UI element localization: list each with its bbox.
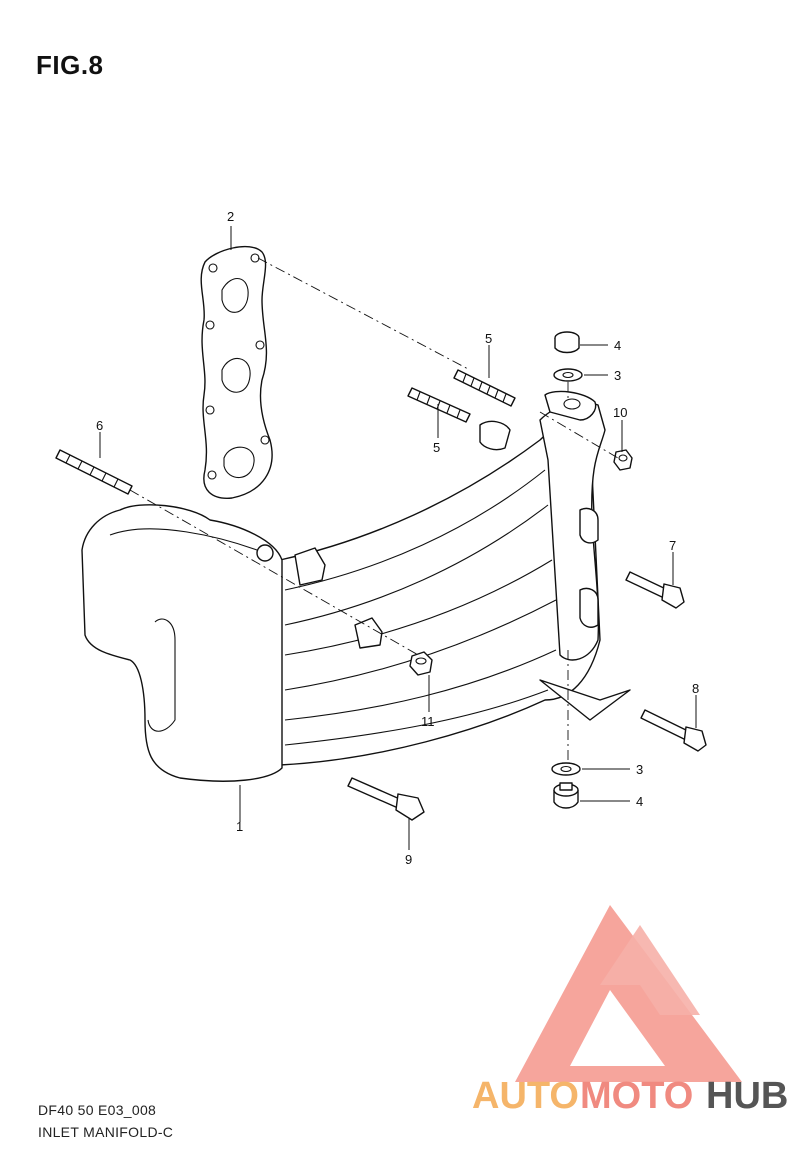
callout-4b: 4 <box>636 794 643 809</box>
watermark-logo-mark <box>515 905 742 1082</box>
callout-10: 10 <box>613 405 627 420</box>
callout-1: 1 <box>236 819 243 834</box>
bolt-part-8 <box>640 709 707 752</box>
leader-lines <box>99 226 697 850</box>
bolt-part-7 <box>625 571 685 609</box>
stud-part-5a <box>453 369 516 407</box>
plug-part-4b <box>553 782 579 809</box>
callout-2: 2 <box>227 209 234 224</box>
callout-6: 6 <box>96 418 103 433</box>
callout-8: 8 <box>692 681 699 696</box>
bolt-part-9 <box>347 777 425 821</box>
callout-5b: 5 <box>433 440 440 455</box>
assembly-lines <box>129 257 619 760</box>
callout-4a: 4 <box>614 338 621 353</box>
callout-9: 9 <box>405 852 412 867</box>
washer-part-3b <box>551 762 581 776</box>
watermark-moto: MOTO <box>580 1075 693 1117</box>
callout-3a: 3 <box>614 368 621 383</box>
figure-title: FIG.8 <box>36 50 104 80</box>
callout-3b: 3 <box>636 762 643 777</box>
watermark-hub: HUB <box>706 1075 788 1117</box>
stud-part-5b <box>407 387 471 423</box>
washer-part-3a <box>553 368 583 382</box>
callout-7: 7 <box>669 538 676 553</box>
watermark-wordmark: AUTO MOTO HUB <box>472 1075 788 1117</box>
callout-5a: 5 <box>485 331 492 346</box>
callout-labels: 1 2 3 3 4 4 5 5 6 7 8 9 10 11 <box>96 209 699 867</box>
watermark-auto: AUTO <box>472 1075 579 1117</box>
nut-part-10 <box>613 449 633 471</box>
inlet-manifold-part-1 <box>81 390 631 782</box>
figure-name: INLET MANIFOLD-C <box>38 1124 174 1140</box>
stud-part-6 <box>55 449 133 495</box>
gasket-part-2 <box>200 245 273 499</box>
figure-code: DF40 50 E03_008 <box>38 1102 157 1118</box>
plug-part-4a <box>554 331 580 354</box>
nut-part-11 <box>409 651 433 676</box>
callout-11: 11 <box>421 714 435 729</box>
